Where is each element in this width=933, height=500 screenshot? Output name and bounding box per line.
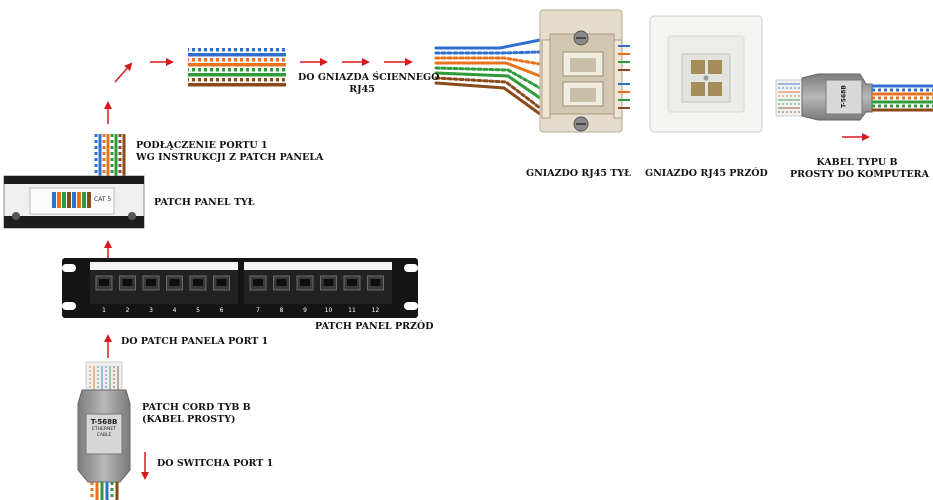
patch-panel-back-label: PATCH PANEL TYŁ <box>154 197 255 208</box>
patch-panel-port-opening <box>253 279 263 286</box>
patch-panel-back-icon <box>3 134 145 229</box>
patch-panel-port-number: 5 <box>196 307 200 314</box>
patch-panel-port-number: 3 <box>149 307 153 314</box>
port-connection-label: PODŁĄCZENIE PORTU 1 WG INSTRUKCJI Z PATC… <box>136 140 323 164</box>
patch-cord-line1: PATCH CORD TYB B <box>142 402 251 413</box>
cable-line2: PROSTY DO KOMPUTERA <box>790 169 929 180</box>
port-connection-line1: PODŁĄCZENIE PORTU 1 <box>136 140 268 151</box>
to-wall-socket-line1: DO GNIAZDA ŚCIENNEGO <box>298 72 440 83</box>
connector-icon <box>775 73 933 121</box>
port-connection-line2: WG INSTRUKCJI Z PATCH PANELA <box>136 152 324 163</box>
to-wall-socket-label: DO GNIAZDA ŚCIENNEGO RJ45 <box>298 72 440 96</box>
wires-into-socket <box>434 38 542 116</box>
patch-panel-port-opening <box>276 279 287 286</box>
connector-icon <box>77 361 131 500</box>
to-switch-port-label: DO SWITCHA PORT 1 <box>157 458 274 469</box>
to-patch-panel-port-label: DO PATCH PANELA PORT 1 <box>121 336 269 347</box>
wire-bundle-top <box>188 48 286 87</box>
patch-panel-front-label: PATCH PANEL PRZÓD <box>315 321 434 332</box>
patch-panel-port-number: 4 <box>173 307 177 314</box>
connector-standard: T-568B <box>840 85 848 108</box>
arrows <box>104 58 870 480</box>
patch-panel-port-number: 11 <box>348 307 356 314</box>
patch-panel-port-opening <box>122 279 133 286</box>
patch-panel-port-opening <box>323 279 334 286</box>
patch-panel-port-opening <box>193 279 203 286</box>
patch-panel-port-number: 9 <box>303 307 307 314</box>
connector-text-right: T-568B <box>826 80 862 114</box>
patch-panel-port-opening <box>146 279 156 286</box>
connector-text-bottom: T-568B ETHERNET CABLE <box>86 418 122 439</box>
patch-panel-port-number: 6 <box>220 307 224 314</box>
patch-panel-port-number: 12 <box>372 307 380 314</box>
connector-line2: CABLE <box>96 433 112 438</box>
socket-back-icon <box>539 9 630 133</box>
patch-panel-port-number: 2 <box>126 307 130 314</box>
socket-front-icon <box>649 15 763 133</box>
patch-panel-port-opening <box>370 279 381 286</box>
patch-panel-port-number: 8 <box>280 307 284 314</box>
socket-front-label: GNIAZDO RJ45 PRZÓD <box>645 168 768 179</box>
patch-panel-port-number: 7 <box>256 307 260 314</box>
patch-panel-front-icon <box>62 258 418 318</box>
patch-panel-port-opening <box>169 279 180 286</box>
patch-panel-port-number: 10 <box>325 307 333 314</box>
cable-line1: KABEL TYPU B <box>816 157 898 168</box>
patch-panel-port-opening <box>347 279 357 286</box>
arrow-icon <box>114 62 133 83</box>
patch-panel-port-number: 1 <box>102 307 106 314</box>
patch-cord-label: PATCH CORD TYB B (KABEL PROSTY) <box>142 402 251 426</box>
cable-label: KABEL TYPU B PROSTY DO KOMPUTERA <box>790 157 929 181</box>
patch-panel-port-opening <box>216 279 227 286</box>
connector-standard: T-568B <box>90 418 118 426</box>
patch-panel-port-opening <box>300 279 310 286</box>
to-wall-socket-line2: RJ45 <box>349 84 375 95</box>
connector-text-right-inner: T-568B <box>841 75 848 119</box>
socket-back-label: GNIAZDO RJ45 TYŁ <box>526 168 631 179</box>
patch-cord-line2: (KABEL PROSTY) <box>142 414 236 425</box>
connector-line1: ETHERNET <box>92 427 116 432</box>
patch-panel-back-tag: CAT 5 <box>94 196 112 203</box>
patch-panel-port-opening <box>99 279 109 286</box>
